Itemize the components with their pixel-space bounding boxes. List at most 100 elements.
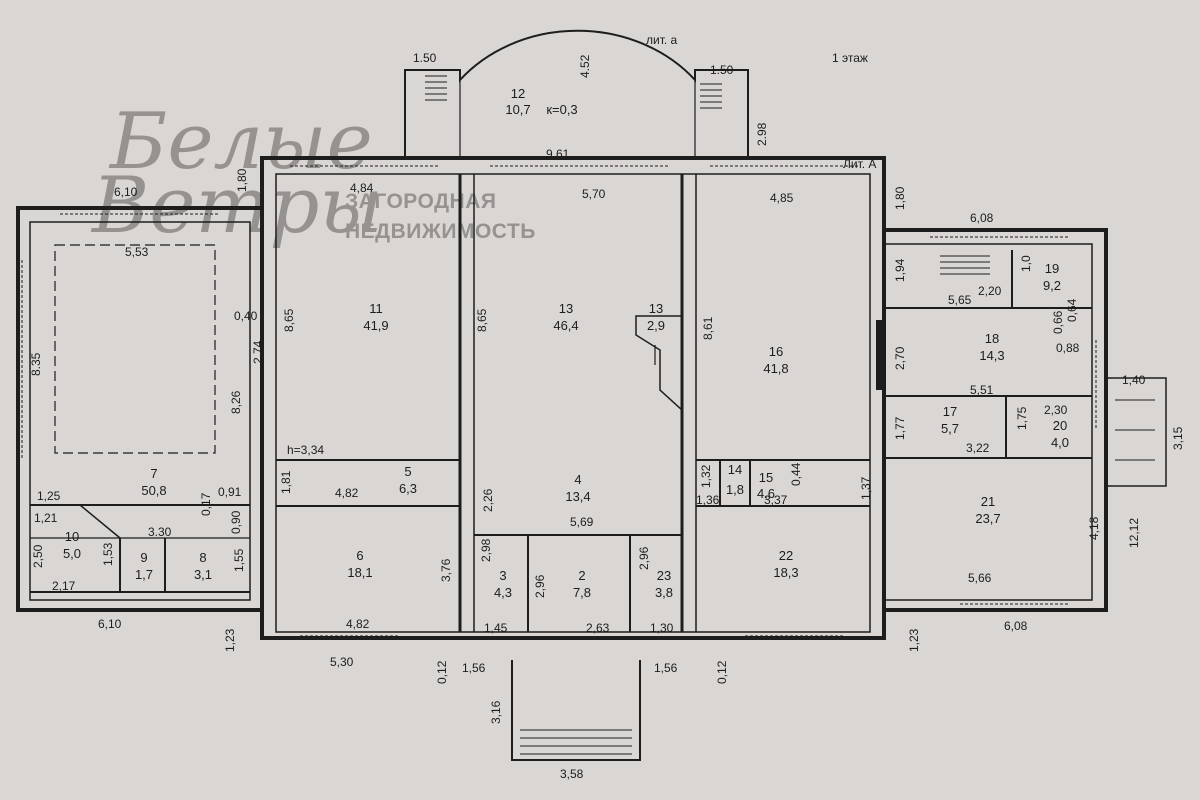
room-19-area: 9,2 <box>1043 278 1061 293</box>
dim-6-10-bottom: 6,10 <box>98 617 122 631</box>
dim-1-55: 1,55 <box>232 548 246 572</box>
dim-1-53: 1,53 <box>101 542 115 566</box>
room-4: 413,4 <box>565 472 590 504</box>
dim-0-44: 0,44 <box>789 462 803 486</box>
dim-4-84: 4,84 <box>350 181 374 195</box>
room-4-area: 13,4 <box>565 489 590 504</box>
room-10: 105,0 <box>63 529 81 561</box>
dim-0-66: 0,66 <box>1051 310 1065 334</box>
room-2-number: 2 <box>578 568 585 583</box>
room-18-area: 14,3 <box>979 348 1004 363</box>
room-10-number: 10 <box>65 529 79 544</box>
room-13-stair-number: 13 <box>649 301 663 316</box>
dim-2-30: 2,30 <box>1044 403 1068 417</box>
dim-4-82-mid: 4,82 <box>335 486 359 500</box>
room-17: 175,7 <box>941 404 959 436</box>
dim-1-40: 1,40 <box>1122 373 1146 387</box>
room-18-number: 18 <box>985 331 999 346</box>
dim-8-65-mid: 8,65 <box>475 308 489 332</box>
dim-8-61: 8,61 <box>701 316 715 340</box>
room-23: 233,8 <box>655 568 673 600</box>
dim-6-10-top: 6,10 <box>114 185 138 199</box>
room-23-number: 23 <box>657 568 671 583</box>
dim-1-23-left: 1,23 <box>223 628 237 652</box>
room-6-number: 6 <box>356 548 363 563</box>
watermark-logo-line1: Белые <box>108 97 373 187</box>
room-2: 27,8 <box>573 568 591 600</box>
room-14-number: 14 <box>728 462 742 477</box>
room-8-number: 8 <box>199 550 206 565</box>
dim-0-90: 0,90 <box>229 510 243 534</box>
dim-1-23-right: 1,23 <box>907 628 921 652</box>
room-18: 18 14,3 <box>979 331 1004 363</box>
dimensions: 1.50 4.52 1.50 2.98 9.61 6,10 1,80 4,84 … <box>29 51 1185 781</box>
walls <box>16 29 1167 761</box>
dim-5-66: 5,66 <box>968 571 992 585</box>
room-13-stair-area: 2,9 <box>647 318 665 333</box>
dim-2-96-left: 2,96 <box>533 574 547 598</box>
dim-3-15: 3,15 <box>1171 426 1185 450</box>
dim-1-37: 1,37 <box>859 476 873 500</box>
room-13-area: 46,4 <box>553 318 578 333</box>
dim-6-08-top: 6,08 <box>970 211 994 225</box>
dim-2-63: 2,63 <box>586 621 610 635</box>
room-19: 199,2 <box>1043 261 1061 293</box>
dim-3-58: 3,58 <box>560 767 584 781</box>
watermark-line1: ЗАГОРОДНАЯ <box>345 190 496 213</box>
dim-3-30: 3.30 <box>148 525 172 539</box>
room-22-number: 22 <box>779 548 793 563</box>
dim-3-22: 3,22 <box>966 441 990 455</box>
room-20-number: 20 <box>1053 418 1067 433</box>
dim-5-53: 5,53 <box>125 245 149 259</box>
room-9-number: 9 <box>140 550 147 565</box>
room-12-note: к=0,3 <box>546 102 577 117</box>
room-3-area: 4,3 <box>494 585 512 600</box>
room-14: 141,8 <box>726 462 744 497</box>
ceiling-height-label: h=3,34 <box>287 443 324 457</box>
room-15-area: 4,6 <box>757 486 775 501</box>
dim-1-80-right: 1,80 <box>893 186 907 210</box>
dim-8-65-left: 8,65 <box>282 308 296 332</box>
dim-2-96-right: 2,96 <box>637 546 651 570</box>
dim-1-50-right: 1.50 <box>710 63 734 77</box>
dim-12-12: 12,12 <box>1127 518 1141 548</box>
dim-3-76: 3,76 <box>439 558 453 582</box>
room-15-number: 15 <box>759 470 773 485</box>
room-22-area: 18,3 <box>773 565 798 580</box>
room-17-number: 17 <box>943 404 957 419</box>
dim-2-98-top: 2.98 <box>755 122 769 146</box>
dim-1-80-left: 1,80 <box>235 168 249 192</box>
dim-1-94: 1,94 <box>893 258 907 282</box>
lit-a-small-label: лит. а <box>646 33 678 47</box>
lit-a-big-label: Лит. А <box>843 157 876 171</box>
room-16-number: 16 <box>769 344 783 359</box>
room-21-area: 23,7 <box>975 511 1000 526</box>
dim-2-50: 2,50 <box>31 544 45 568</box>
dim-4-82-bottom: 4,82 <box>346 617 370 631</box>
dim-2-70: 2,70 <box>893 346 907 370</box>
room-23-area: 3,8 <box>655 585 673 600</box>
dim-5-69: 5,69 <box>570 515 594 529</box>
dim-1-30: 1,30 <box>650 621 674 635</box>
dim-4-18: 4,18 <box>1087 516 1101 540</box>
room-10-area: 5,0 <box>63 546 81 561</box>
dim-1-50-left: 1.50 <box>413 51 437 65</box>
room-19-number: 19 <box>1045 261 1059 276</box>
dim-0-40: 0,40 <box>234 309 258 323</box>
dim-2-98-bottom: 2,98 <box>479 538 493 562</box>
dim-0-17: 0,17 <box>199 492 213 516</box>
room-6-area: 18,1 <box>347 565 372 580</box>
dim-0-12-right: 0,12 <box>715 660 729 684</box>
dim-1-77: 1,77 <box>893 416 907 440</box>
dim-5-65: 5,65 <box>948 293 972 307</box>
dim-2-74: 2,74 <box>251 340 265 364</box>
dim-1-21: 1,21 <box>34 511 58 525</box>
room-3: 34,3 <box>494 568 512 600</box>
